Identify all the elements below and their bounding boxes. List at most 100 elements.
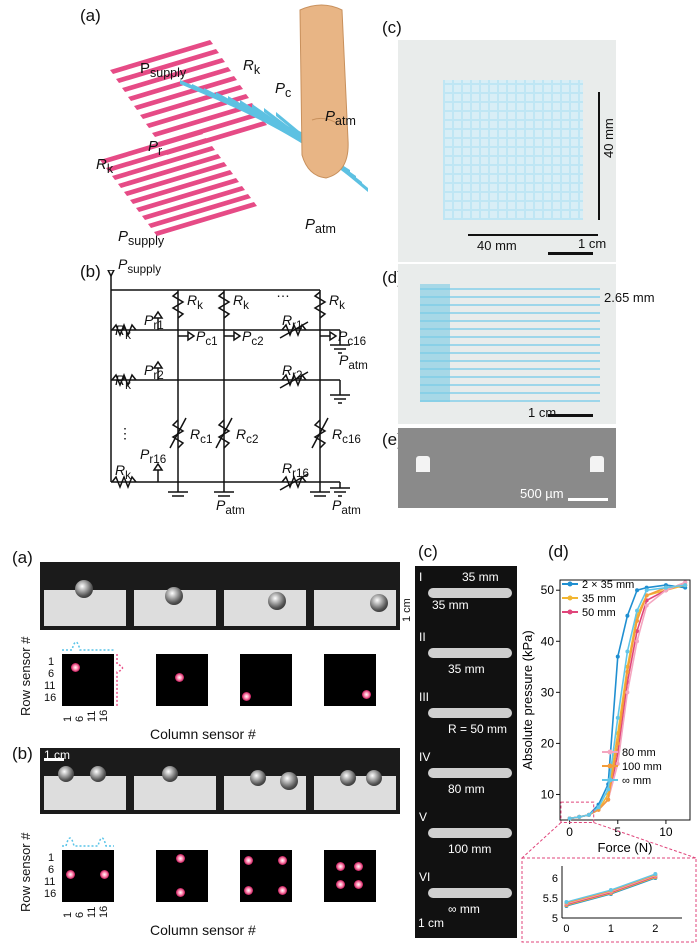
col-tick-1-a: 1 <box>62 715 74 722</box>
frame-roman-2: II <box>419 630 426 644</box>
col-tick-16-a: 16 <box>98 709 110 722</box>
pink-channel <box>128 67 231 101</box>
series-point-0 <box>635 588 640 593</box>
pink-channel <box>116 49 219 83</box>
row-tick-6-a: 6 <box>48 668 55 680</box>
heatmap-b2 <box>156 850 208 902</box>
frame-roman-3: III <box>419 690 430 704</box>
frame-label-1-2: 35 mm <box>432 598 469 612</box>
x-tick-label: 10 <box>659 825 673 839</box>
legend-label: 35 mm <box>582 593 616 605</box>
legend-marker <box>567 581 573 587</box>
x-axis-label: Force (N) <box>598 840 653 855</box>
circuit-rc2: Rc2 <box>236 426 259 446</box>
row-sensor-label-a: Row sensor # <box>18 636 33 716</box>
circuit-rk-c16: Rk <box>329 292 345 312</box>
pink-channel <box>122 58 225 92</box>
bending-frames-c <box>415 566 517 938</box>
dim-40mm-vertical: 40 mm <box>601 118 616 158</box>
inset-y-tick: 5.5 <box>543 893 558 905</box>
series-point-5 <box>644 588 649 593</box>
circuit-patm-bottom-right: Patm <box>332 497 361 517</box>
panel-label-a-top: (a) <box>80 6 101 25</box>
ball-press-photos-a <box>40 562 400 630</box>
series-point-4 <box>625 669 630 674</box>
circuit-pc1: Pc1 <box>196 328 218 348</box>
series-point-3 <box>615 761 620 766</box>
device-photo-d <box>398 264 616 424</box>
circuit-patm-r1: Patm <box>339 352 368 372</box>
bent-strip-1 <box>428 588 512 598</box>
scale-bar-c: 1 cm <box>578 236 607 251</box>
y-tick-label: 30 <box>541 685 555 699</box>
label-patm-top: Patm <box>325 108 356 128</box>
legend-label: ∞ mm <box>622 775 651 787</box>
scale-bar-e: 500 µm <box>520 486 564 501</box>
scale-bar-c-bottom: 1 cm <box>418 916 445 930</box>
row-tick-1-b: 1 <box>48 852 55 864</box>
pink-channel <box>154 202 257 236</box>
pink-channel <box>152 103 255 137</box>
col-tick-6-a: 6 <box>74 715 86 722</box>
row-tick-11-b: 11 <box>44 876 56 888</box>
row-tick-1-a: 1 <box>48 656 55 668</box>
pink-channel <box>112 146 215 180</box>
pink-channel <box>110 40 213 74</box>
series-point-5 <box>567 816 572 821</box>
x-tick-label: 0 <box>566 825 573 839</box>
series-point-0 <box>625 613 630 618</box>
pink-channel <box>158 112 261 146</box>
circuit-dots: … <box>276 284 290 300</box>
panel-label-b-top: (b) <box>80 262 101 281</box>
y-tick-label: 20 <box>541 736 555 750</box>
frame-label-6-1: ∞ mm <box>448 902 480 916</box>
circuit-rk-r2: Rk <box>115 372 131 392</box>
pink-channel <box>142 186 245 220</box>
frame-roman-4: IV <box>419 750 431 764</box>
series-point-3 <box>644 603 649 608</box>
legend-label: 80 mm <box>622 747 656 759</box>
frame-label-4-1: 80 mm <box>448 782 485 796</box>
col-tick-11-a: 11 <box>86 710 98 722</box>
heatmap-b4 <box>324 850 376 902</box>
series-point-5 <box>625 649 630 654</box>
circuit-vdots: ⋮ <box>118 425 132 441</box>
sem-image-e <box>398 428 616 508</box>
series-point-5 <box>606 787 611 792</box>
bent-strip-3 <box>428 708 512 718</box>
series-point-5 <box>663 585 668 590</box>
row-tick-16-b: 16 <box>44 888 57 900</box>
inset-x-tick: 1 <box>608 923 614 935</box>
circuit-diagram <box>107 270 350 497</box>
inset-point-5 <box>653 872 658 876</box>
col-tick-6-b: 6 <box>74 911 86 918</box>
series-point-5 <box>615 715 620 720</box>
legend-marker <box>607 749 613 755</box>
row-tick-16-a: 16 <box>44 692 57 704</box>
label-p-supply-top: Psupply <box>140 60 187 80</box>
panel-label-c-top: (c) <box>382 18 402 37</box>
scale-bar-b-bottom: 1 cm <box>44 748 71 762</box>
y-tick-label: 50 <box>541 583 555 597</box>
frame-label-1-1: 35 mm <box>462 570 499 584</box>
series-point-5 <box>683 583 688 588</box>
row-tick-11-a: 11 <box>44 680 56 692</box>
circuit-rr2: Rr2 <box>282 362 303 382</box>
pink-channel <box>136 178 239 212</box>
col-tick-16-b: 16 <box>98 905 110 918</box>
label-pr: Pr <box>148 138 163 158</box>
panel-label-a-bottom: (a) <box>12 548 33 567</box>
microfluidic-schematic <box>100 4 368 236</box>
circuit-pr2: Pr2 <box>144 362 164 382</box>
label-pc: Pc <box>275 80 292 100</box>
legend-label: 50 mm <box>582 607 616 619</box>
series-point-0 <box>615 654 620 659</box>
circuit-pc16: Pc16 <box>338 328 367 348</box>
inset-y-tick: 6 <box>552 873 558 885</box>
legend-marker <box>607 763 613 769</box>
plot-frame <box>559 579 691 821</box>
circuit-p-supply: Psupply <box>118 256 162 276</box>
col-tick-1-b: 1 <box>62 911 74 918</box>
frame-label-3-1: R = 50 mm <box>448 722 508 736</box>
circuit-pr1: Pr1 <box>144 312 164 332</box>
